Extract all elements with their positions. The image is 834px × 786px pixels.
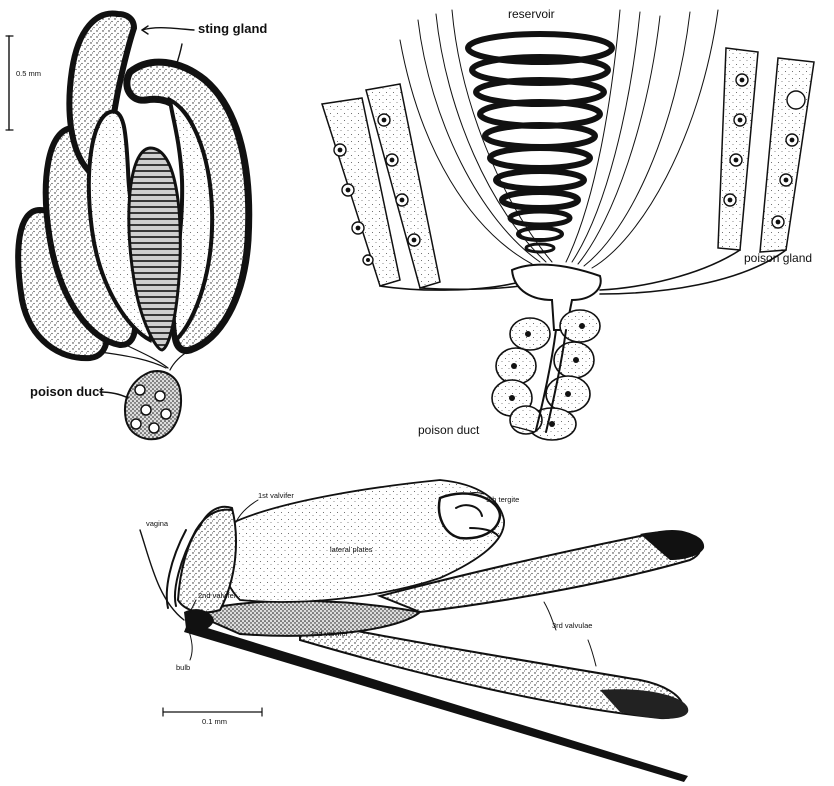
label-second-valvifer-upper: 2nd valvifer	[198, 591, 237, 600]
label-poison-duct-b: poison duct	[418, 423, 480, 437]
label-poison-duct-a: poison duct	[30, 384, 104, 399]
panel-c-sting-apparatus: 0.1 mm vagina 1st valvifer 9th tergite l…	[140, 480, 704, 782]
second-valvifer	[190, 601, 420, 636]
label-poison-gland: poison gland	[744, 251, 812, 265]
label-third-valvulae: 3rd valvulae	[552, 621, 592, 630]
label-bulb: bulb	[176, 663, 190, 672]
poison-duct-knot-a	[125, 371, 181, 439]
scale-label-c: 0.1 mm	[202, 717, 227, 726]
label-second-valvifer-lower: 2nd valvifer	[310, 629, 349, 638]
left-gland-tubules	[322, 84, 440, 288]
duct-cell-cluster	[492, 310, 600, 440]
label-sting-gland: sting gland	[198, 21, 267, 36]
scale-label-a: 0.5 mm	[16, 69, 41, 78]
panel-b-reservoir: reservoir poison gland poison duct	[322, 7, 814, 440]
label-first-valvifer: 1st valvifer	[258, 491, 294, 500]
label-reservoir: reservoir	[508, 7, 555, 21]
label-vagina: vagina	[146, 519, 169, 528]
right-gland-tubules	[718, 48, 814, 252]
label-lateral-plates: lateral plates	[330, 545, 373, 554]
spiral-reservoir	[468, 34, 612, 252]
label-ninth-tergite: 9th tergite	[486, 495, 519, 504]
panel-a-sting-gland: 0.5 mm	[6, 13, 267, 439]
